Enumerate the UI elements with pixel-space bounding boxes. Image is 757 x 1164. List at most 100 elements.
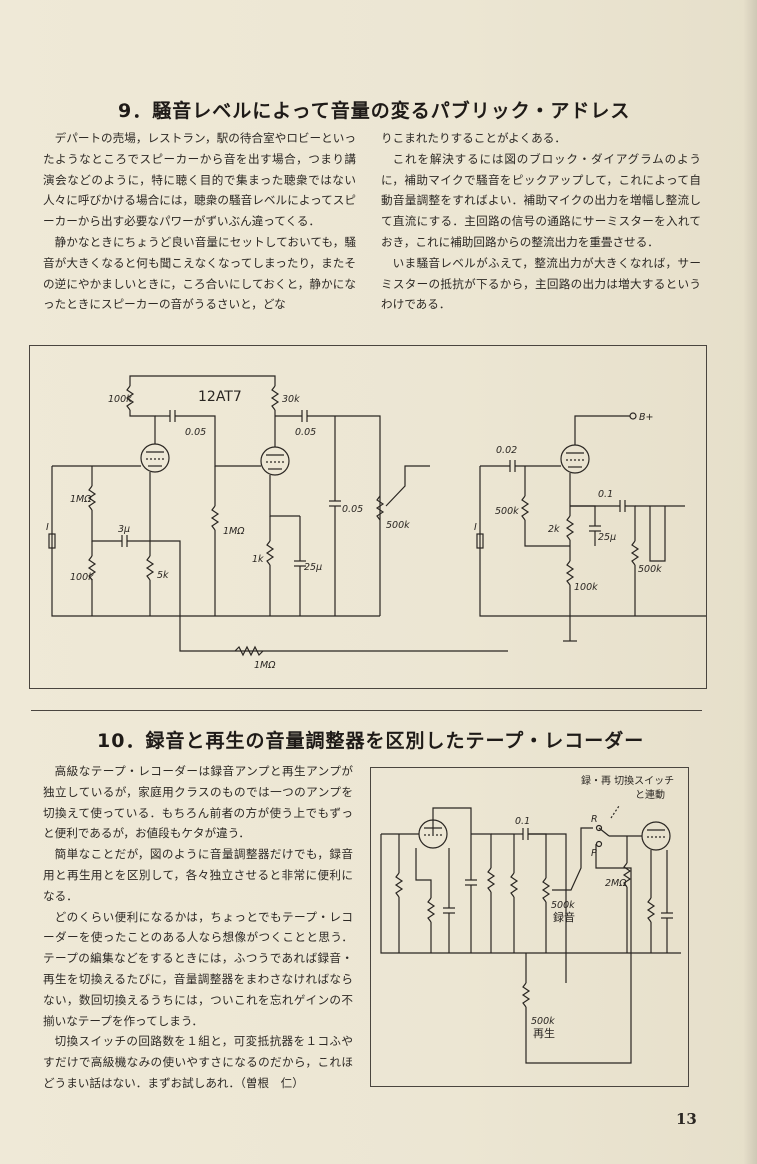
label-c6: 0.02 xyxy=(496,445,517,456)
linkage-line xyxy=(610,805,620,819)
label-r3: 1MΩ xyxy=(70,494,92,505)
paragraph: これを解決するには図のブロック・ダイアグラムのように，補助マイクで騒音をピックア… xyxy=(381,151,701,249)
wire xyxy=(175,415,261,467)
section-9-right-column: りこまれたりすることがよくある． これを解決するには図のブロック・ダイアグラムの… xyxy=(381,128,701,315)
label-vr: 500k xyxy=(386,520,410,531)
section-9-title: 9．騒音レベルによって音量の変るパブリック・アドレス xyxy=(118,100,631,122)
switch-note-line2: と連動 xyxy=(635,788,665,801)
label-r1: 100k xyxy=(108,394,132,405)
paragraph: 簡単なことだが，図のように音量調整器だけでも，録音用と再生用とを区別して，各々独… xyxy=(43,847,353,903)
tube-label: 12AT7 xyxy=(198,389,242,405)
label-r11: 100k xyxy=(574,582,598,593)
paragraph: いま騒音レベルがふえて，整流出力が大きくなれば，サーミスターの抵抗が下るから，主… xyxy=(381,255,701,312)
wire xyxy=(385,465,430,507)
wire xyxy=(307,415,381,616)
wire xyxy=(625,505,636,541)
label-r9: 2k xyxy=(548,524,560,535)
resistor-100k xyxy=(87,555,97,581)
label-bplus: B+ xyxy=(639,412,653,423)
wire xyxy=(269,475,300,517)
switch-lever xyxy=(598,827,610,837)
label-r10: 500k xyxy=(638,564,662,575)
resistor-1m xyxy=(210,505,220,531)
wire xyxy=(471,833,492,868)
label-r5: 5k xyxy=(157,570,169,581)
section-10-text: 高級なテープ・レコーダーは録音アンプと再生アンプが独立しているが，家庭用クラスの… xyxy=(43,761,353,1094)
wire xyxy=(552,827,593,891)
label-mic2: I xyxy=(474,522,477,533)
microphone-icon xyxy=(48,533,56,549)
label-c8: 0.1 xyxy=(598,489,613,500)
resistor xyxy=(486,867,496,893)
wire xyxy=(570,505,596,526)
switch-contact-p xyxy=(595,840,603,848)
wire xyxy=(635,505,685,562)
resistor-500k xyxy=(520,495,530,521)
tube-2-icon xyxy=(260,446,290,476)
ground-rail xyxy=(51,466,380,617)
label-r6: 1MΩ xyxy=(223,526,245,537)
label-c2: 0.05 xyxy=(295,427,316,438)
section-9-left-column: デパートの売場，レストラン，駅の待合室やロビーといったようなところでスピーカーか… xyxy=(43,128,356,315)
wire xyxy=(528,833,547,878)
page-fold-shadow xyxy=(743,0,757,1164)
label-c4: 25μ xyxy=(304,562,322,573)
wire xyxy=(129,410,156,444)
page-number: 13 xyxy=(676,1110,697,1128)
label-switch-p: P xyxy=(591,848,597,859)
label-c1: 0.1 xyxy=(515,816,530,827)
wire xyxy=(432,807,472,880)
ground-rail xyxy=(380,834,681,954)
paragraph: 静かなときにちょうど良い音量にセットしておいても，騒音が大きくなると何も聞こえな… xyxy=(43,234,356,312)
paragraph: 切換スイッチの回路数を１組と，可変抵抗器を１コふやすだけで高級機なみの使いやすさ… xyxy=(43,1034,353,1090)
b-plus-terminal-icon xyxy=(629,412,637,420)
wire xyxy=(415,848,432,898)
paragraph: りこまれたりすることがよくある． xyxy=(381,131,566,145)
resistor xyxy=(426,897,436,923)
label-c5: 0.05 xyxy=(342,504,363,515)
paragraph: デパートの売場，レストラン，駅の待合室やロビーといったようなところでスピーカーか… xyxy=(43,131,356,229)
label-c7: 25μ xyxy=(598,532,616,543)
section-10-title: 10．録音と再生の音量調整器を区別したテープ・レコーダー xyxy=(97,730,645,752)
resistor-5k xyxy=(145,555,155,581)
resistor-1m xyxy=(87,485,97,511)
wire xyxy=(127,540,508,652)
resistor-500k xyxy=(630,540,640,566)
label-vr-play: 500k xyxy=(531,1016,555,1027)
wire xyxy=(525,844,632,1064)
microphone-icon xyxy=(476,533,484,549)
label-r8: 500k xyxy=(495,506,519,517)
resistor-2k xyxy=(565,515,575,541)
label-r7: 1k xyxy=(252,554,264,565)
resistor-30k xyxy=(270,385,280,411)
potentiometer-playback xyxy=(521,982,531,1008)
ground-rail-2 xyxy=(479,466,706,617)
figure-2-circuit-drawing: 録・再 切換スイッチ と連動 0.1 R P 2MΩ 500k 録音 500k … xyxy=(380,774,681,1064)
figure-1-schematic: 12AT7 100k 30k 0.05 0.05 1MΩ 3μ 100k 5k … xyxy=(29,345,707,689)
label-c1: 0.05 xyxy=(185,427,206,438)
wire xyxy=(524,520,570,547)
label-switch-r: R xyxy=(591,814,598,825)
resistor xyxy=(646,897,656,923)
tube-1-icon xyxy=(140,443,170,473)
tube-2-icon xyxy=(641,821,671,851)
section-divider xyxy=(31,710,702,711)
label-vr-rec: 500k xyxy=(551,900,575,911)
b-plus-wire xyxy=(574,415,630,445)
figure-1-circuit-drawing: 12AT7 100k 30k 0.05 0.05 1MΩ 3μ 100k 5k … xyxy=(46,375,706,671)
label-r4: 100k xyxy=(70,572,94,583)
paragraph: どのくらい便利になるかは，ちょっとでもテープ・レコーダーを使ったことのある人なら… xyxy=(43,909,353,1028)
label-r2: 30k xyxy=(282,394,300,405)
resistor xyxy=(509,872,519,898)
label-vr-play-name: 再生 xyxy=(533,1026,555,1040)
resistor xyxy=(394,872,404,898)
figure-2-schematic: 録・再 切換スイッチ と連動 0.1 R P 2MΩ 500k 録音 500k … xyxy=(370,767,689,1087)
resistor-1k xyxy=(265,540,275,566)
tube-3-icon xyxy=(560,444,590,474)
label-mic1: I xyxy=(46,522,49,533)
label-vr-rec-name: 録音 xyxy=(553,910,575,924)
potentiometer-500k xyxy=(375,495,385,521)
switch-note-line1: 録・再 切換スイッチ xyxy=(581,774,674,787)
b-plus-rail xyxy=(129,375,276,386)
label-c3: 3μ xyxy=(118,524,130,535)
